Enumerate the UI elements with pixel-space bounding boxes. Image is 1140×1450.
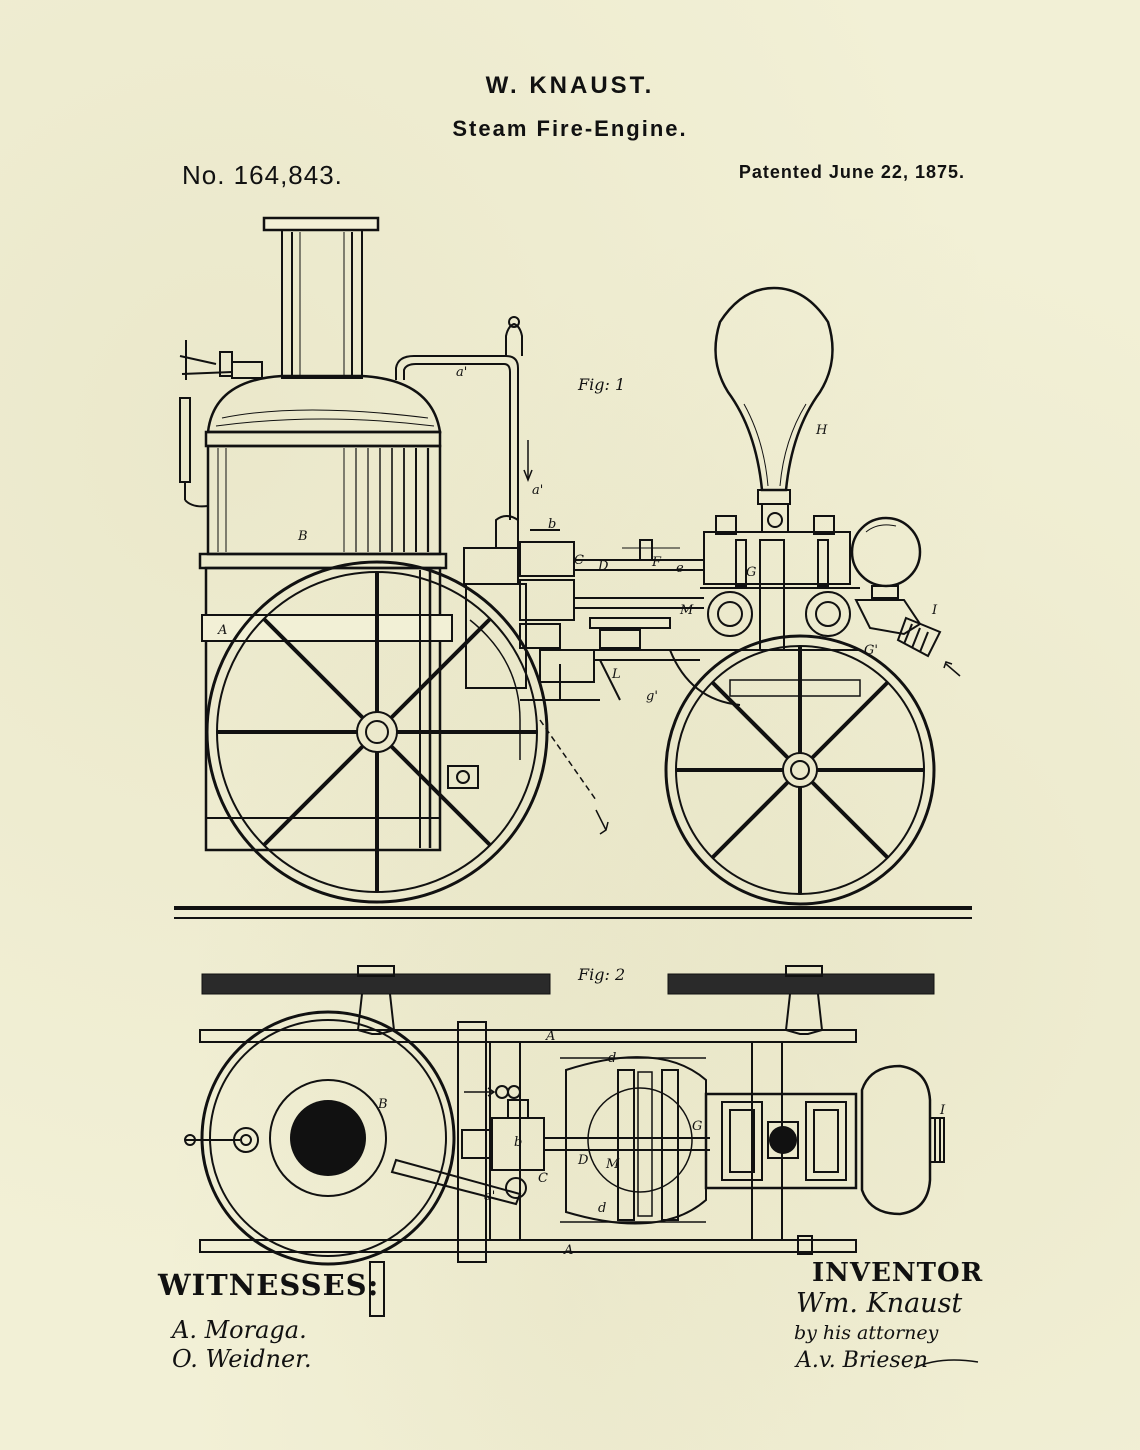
label-D: D (597, 559, 609, 574)
label-G1: G' (864, 643, 878, 658)
smokestack (262, 216, 380, 379)
label-a1-top: a' (456, 365, 467, 380)
signature-flourish (913, 1359, 979, 1369)
fig1-labels: Fig: 1 B A a' a' b C D F e M H G I G' g'… (217, 365, 938, 704)
plan-label-d-top: d (608, 1051, 616, 1066)
plan-label-a1: a' (484, 1189, 495, 1204)
front-wheel (664, 634, 936, 906)
plan-pump (704, 1092, 858, 1190)
pump-body (700, 515, 860, 651)
label-B: B (297, 529, 308, 544)
inventor-heading: INVENTOR (812, 1258, 984, 1288)
label-L: L (611, 667, 621, 682)
label-e: e (676, 561, 684, 576)
label-b: b (548, 517, 556, 532)
fig2-labels: Fig: 2 B A A a' b C D M G I d d (377, 965, 946, 1258)
patent-number: No. 164,843. (182, 160, 343, 190)
water-gauge (179, 340, 263, 508)
witness-2-signature: O. Weidner. (172, 1345, 312, 1373)
witnesses-heading: WITNESSES: (158, 1268, 380, 1302)
label-I: I (931, 603, 938, 618)
plan-label-D: D (577, 1153, 589, 1168)
fig2-plan-view (184, 965, 945, 1317)
plan-label-A-bottom: A (563, 1243, 573, 1258)
label-H: H (815, 423, 828, 438)
fig1-side-view (174, 216, 972, 919)
label-G: G (746, 565, 756, 580)
plan-label-B: B (377, 1097, 388, 1112)
fig2-caption: Fig: 2 (577, 965, 625, 984)
plan-boiler (184, 1010, 527, 1266)
air-chamber (714, 286, 834, 533)
plan-label-C: C (538, 1171, 548, 1186)
label-a1-side: a' (532, 483, 543, 498)
plan-label-M: M (605, 1157, 620, 1172)
attorney-line: by his attorney (794, 1322, 939, 1344)
label-g1: g' (646, 689, 658, 704)
label-M: M (679, 603, 694, 618)
fig1-caption: Fig: 1 (577, 375, 625, 394)
steam-pipe (395, 316, 533, 520)
plan-frame (199, 1021, 857, 1263)
plan-wheels (201, 965, 935, 1317)
plan-label-G: G (692, 1119, 702, 1134)
inventor-name: W. KNAUST. (485, 72, 655, 99)
plan-label-A-top: A (545, 1029, 555, 1044)
patent-date: Patented June 22, 1875. (738, 162, 965, 182)
plan-label-b: b (514, 1135, 522, 1150)
label-C: C (574, 553, 584, 568)
ground-line (174, 906, 972, 919)
engine-cylinders (463, 515, 741, 706)
plan-label-d-bottom: d (598, 1201, 606, 1216)
attorney-signature: A.v. Briesen (796, 1348, 928, 1373)
outlet-nozzle (850, 516, 961, 677)
inventor-signature: Wm. Knaust (796, 1288, 963, 1319)
plan-engine (461, 1056, 710, 1225)
witness-1-signature: A. Moraga. (172, 1316, 307, 1344)
boiler (198, 374, 453, 852)
label-F: F (651, 555, 662, 570)
rear-wheel (205, 560, 609, 904)
patent-title: Steam Fire-Engine. (452, 116, 688, 141)
label-A: A (217, 623, 227, 638)
plan-outlet (860, 1064, 945, 1216)
plan-label-I: I (939, 1103, 946, 1118)
